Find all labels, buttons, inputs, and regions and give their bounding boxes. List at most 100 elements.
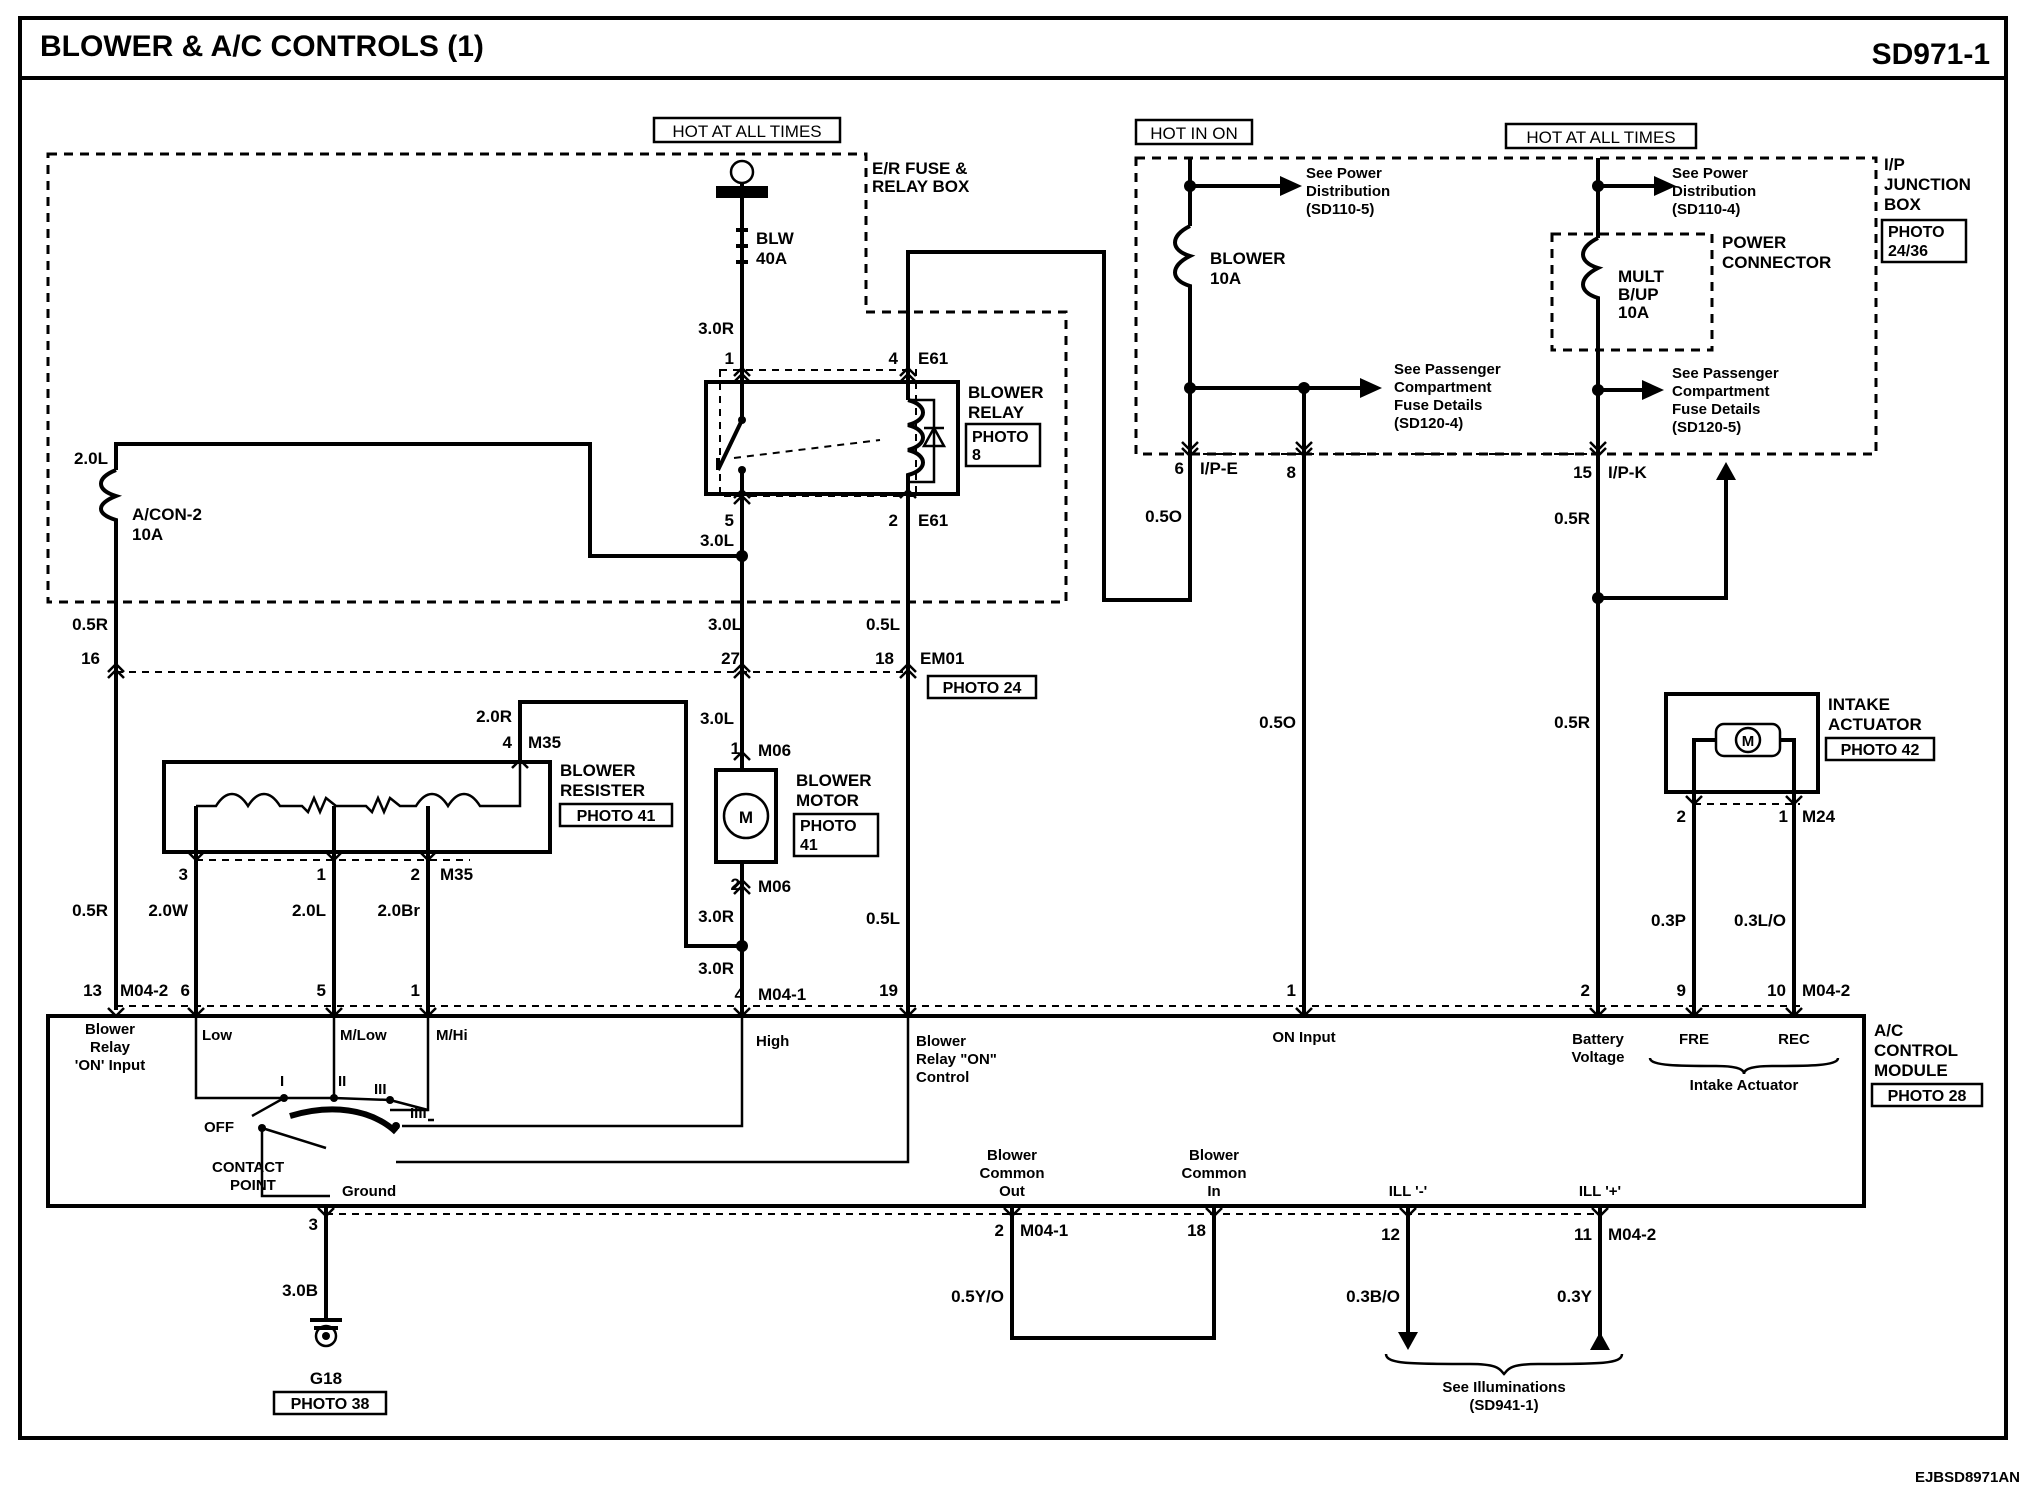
pin-label: 4 bbox=[889, 349, 899, 368]
wire-label: 2.0Br bbox=[377, 901, 420, 920]
module-blower-relay-on-3: 'ON' Input bbox=[75, 1057, 145, 1074]
arrow-icon bbox=[1642, 380, 1664, 400]
pin-label: 1 bbox=[1779, 807, 1788, 826]
wire-label: 3.0L bbox=[708, 615, 742, 634]
motor-icon bbox=[722, 792, 770, 840]
blower-relay-dashed bbox=[719, 369, 917, 497]
footer-code: EJBSD8971AN bbox=[1915, 1469, 2020, 1486]
power-connector-outline bbox=[1550, 232, 1714, 352]
pin-label: 2 bbox=[889, 511, 898, 530]
blower-resister-body bbox=[162, 760, 552, 854]
ac-module-label-3: MODULE bbox=[1874, 1061, 1948, 1080]
module-fre: FRE bbox=[1679, 1031, 1709, 1048]
pin-label: 16 bbox=[81, 649, 100, 668]
mode-pos-3: III bbox=[374, 1081, 387, 1098]
pin-label: 2 bbox=[731, 875, 740, 894]
acon-fuse-label-2: 10A bbox=[132, 525, 163, 544]
connector-label-ipk: I/P-K bbox=[1608, 463, 1647, 482]
blower-relay-label-1: BLOWER bbox=[968, 383, 1044, 402]
see-pc-1-line1: See Passenger bbox=[1394, 361, 1501, 378]
module-rec: REC bbox=[1778, 1031, 1810, 1048]
see-pd-1-line3: (SD110-5) bbox=[1306, 201, 1374, 218]
em01-photo-box bbox=[926, 674, 1038, 700]
see-pc-1-line3: Fuse Details bbox=[1394, 397, 1482, 414]
see-illuminations-2: (SD941-1) bbox=[1469, 1397, 1538, 1414]
ill-plus: ILL '+' bbox=[1579, 1183, 1621, 1200]
blower-common-in-3: In bbox=[1207, 1183, 1220, 1200]
blower-fuse-label-2: 10A bbox=[1210, 269, 1241, 288]
blower-motor-label-2: MOTOR bbox=[796, 791, 859, 810]
pin-label: 4 bbox=[503, 733, 513, 752]
module-high: High bbox=[756, 1033, 789, 1050]
pin-label: 10 bbox=[1767, 981, 1786, 1000]
mode-switch-arc bbox=[289, 1106, 399, 1135]
hot-label-box-left bbox=[652, 116, 842, 144]
motor-symbol: M bbox=[739, 808, 753, 827]
module-ground: Ground bbox=[342, 1183, 396, 1200]
intake-actuator-body bbox=[1664, 692, 1820, 794]
connector-label-e61-top: E61 bbox=[918, 349, 948, 368]
pin-label: 1 bbox=[1287, 981, 1296, 1000]
pin-label: 5 bbox=[725, 511, 734, 530]
wire-acon-feed bbox=[114, 442, 742, 558]
wire-label: 3.0R bbox=[698, 907, 734, 926]
module-blower-relay-on-2: Relay bbox=[90, 1039, 131, 1056]
battery-terminal bbox=[729, 159, 755, 185]
wire-label: 0.3P bbox=[1651, 911, 1686, 930]
module-blower-relay-on-1: Blower bbox=[85, 1021, 135, 1038]
hot-in-on: HOT IN ON bbox=[1150, 124, 1238, 143]
blower-common-out-1: Blower bbox=[987, 1147, 1037, 1164]
relay-photo-2: 8 bbox=[972, 447, 981, 464]
wire-label: 0.3L/O bbox=[1734, 911, 1786, 930]
motor-photo-box bbox=[792, 812, 880, 858]
see-pd-2-line1: See Power bbox=[1672, 165, 1748, 182]
mult-fuse-label-2: B/UP bbox=[1618, 285, 1659, 304]
module-battery-voltage-2: Voltage bbox=[1571, 1049, 1624, 1066]
pin-label: 18 bbox=[875, 649, 894, 668]
wire-label: 0.5L bbox=[866, 909, 900, 928]
contact-point-2: POINT bbox=[230, 1177, 276, 1194]
ip-junction-label-3: BOX bbox=[1884, 195, 1922, 214]
page-frame bbox=[18, 16, 2008, 1440]
ground-label: G18 bbox=[310, 1369, 342, 1388]
see-pc-2-line4: (SD120-5) bbox=[1672, 419, 1741, 436]
ip-junction-label-2: JUNCTION bbox=[1884, 175, 1971, 194]
wire-label-3-0r: 3.0R bbox=[698, 319, 734, 338]
wire-label: 0.5L bbox=[866, 615, 900, 634]
connector-label-m06: M06 bbox=[758, 741, 791, 760]
mult-fuse-label-1: MULT bbox=[1618, 267, 1665, 286]
blw-fuse-label-1: BLW bbox=[756, 229, 795, 248]
ground-photo: PHOTO 38 bbox=[291, 1396, 370, 1413]
arrow-icon bbox=[1280, 176, 1302, 196]
blower-motor-body bbox=[714, 768, 778, 864]
actuator-motor-icon bbox=[1714, 722, 1782, 758]
motor-photo-1: PHOTO bbox=[800, 818, 857, 835]
ip-photo-box bbox=[1880, 218, 1968, 264]
connector-marks bbox=[107, 366, 1803, 1218]
hot-label-box-mid bbox=[1134, 118, 1254, 146]
pin-label: 3 bbox=[179, 865, 188, 884]
wire-label: 2.0L bbox=[292, 901, 326, 920]
em01-photo: PHOTO 24 bbox=[943, 680, 1022, 697]
connector-label-e61-bottom: E61 bbox=[918, 511, 948, 530]
resister-coil-icon bbox=[196, 764, 522, 816]
wire-label: 2.0W bbox=[148, 901, 189, 920]
mult-fuse-icon bbox=[1581, 236, 1604, 438]
ground-icon bbox=[310, 1318, 342, 1330]
module-mhi: M/Hi bbox=[436, 1027, 468, 1044]
see-pc-2-line2: Compartment bbox=[1672, 383, 1770, 400]
pin-label: 2 bbox=[411, 865, 420, 884]
wire-resister-feed bbox=[518, 700, 742, 948]
ill-minus: ILL '-' bbox=[1389, 1183, 1428, 1200]
mode-pos-4: IIII bbox=[410, 1105, 427, 1122]
ip-photo-1: PHOTO bbox=[1888, 224, 1945, 241]
connector-label-m24: M24 bbox=[1802, 807, 1836, 826]
wire-label: 3.0R bbox=[698, 959, 734, 978]
intake-actuator-label-1: INTAKE bbox=[1828, 695, 1890, 714]
blw-fuse-icon bbox=[736, 198, 748, 270]
ground-photo-box bbox=[272, 1390, 388, 1416]
hot-at-all-times-right: HOT AT ALL TIMES bbox=[1526, 128, 1675, 147]
wire-label: 0.3B/O bbox=[1346, 1287, 1400, 1306]
pin-label: 2 bbox=[995, 1221, 1004, 1240]
